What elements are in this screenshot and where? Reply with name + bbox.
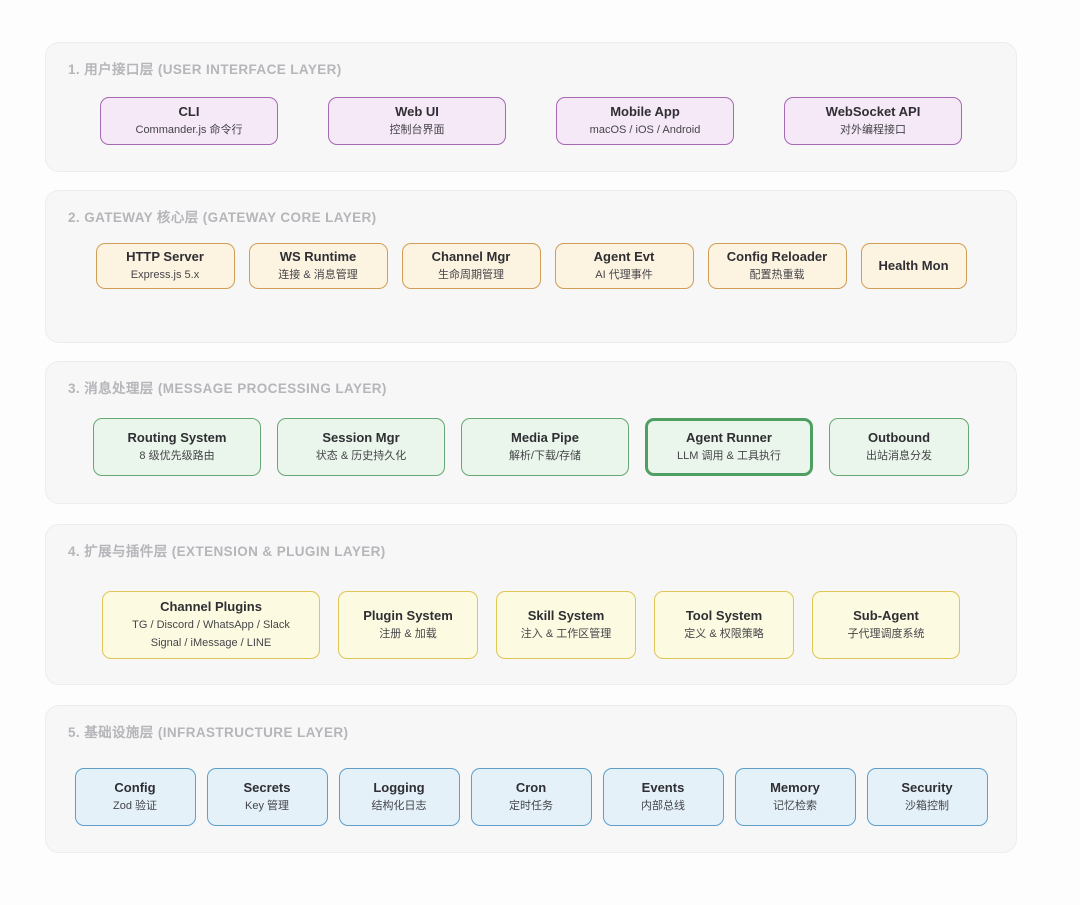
node-title: Tool System: [685, 608, 763, 624]
node-config-reloader: Config Reloader 配置热重载: [707, 243, 847, 289]
node-title: Config: [114, 780, 156, 796]
node-subtitle: macOS / iOS / Android: [589, 123, 701, 136]
layer-panel-user-interface: 1. 用户接口层 (USER INTERFACE LAYER) CLI Comm…: [45, 42, 1017, 172]
node-logging: Logging 结构化日志: [338, 768, 460, 826]
node-title: Mobile App: [610, 104, 680, 120]
node-title: Session Mgr: [322, 430, 400, 446]
node-subtitle: 连接 & 消息管理: [278, 268, 358, 281]
node-subtitle-line2: Signal / iMessage / LINE: [150, 636, 272, 649]
node-subtitle: 对外编程接口: [840, 123, 906, 136]
node-title: Channel Mgr: [431, 249, 511, 265]
node-title: Cron: [515, 780, 547, 796]
node-title: Media Pipe: [511, 430, 579, 446]
node-session-mgr: Session Mgr 状态 & 历史持久化: [277, 418, 445, 476]
node-channel-plugins: Channel Plugins TG / Discord / WhatsApp …: [102, 591, 320, 659]
node-outbound: Outbound 出站消息分发: [829, 418, 969, 476]
node-subtitle: 注入 & 工作区管理: [520, 627, 612, 640]
layer-panel-infrastructure: 5. 基础设施层 (INFRASTRUCTURE LAYER) Config Z…: [45, 705, 1017, 853]
node-subtitle: Key 管理: [244, 799, 289, 812]
node-subtitle: 状态 & 历史持久化: [315, 449, 407, 462]
node-subtitle: 生命周期管理: [438, 268, 504, 281]
node-subtitle: 控制台界面: [389, 123, 445, 136]
node-subtitle: 子代理调度系统: [847, 627, 925, 640]
layer-title-extension-plugin: 4. 扩展与插件层 (EXTENSION & PLUGIN LAYER): [68, 544, 386, 559]
node-web-ui: Web UI 控制台界面: [328, 97, 506, 145]
layer-row-infrastructure: Config Zod 验证 Secrets Key 管理 Logging 结构化…: [68, 768, 994, 826]
layer-title-infrastructure: 5. 基础设施层 (INFRASTRUCTURE LAYER): [68, 725, 349, 740]
node-health-mon: Health Mon: [860, 243, 967, 289]
node-title: Security: [901, 780, 953, 796]
node-title: WS Runtime: [279, 249, 357, 265]
node-subtitle: AI 代理事件: [595, 268, 653, 281]
layer-panel-gateway-core: 2. GATEWAY 核心层 (GATEWAY CORE LAYER) HTTP…: [45, 190, 1017, 343]
node-channel-mgr: Channel Mgr 生命周期管理: [401, 243, 541, 289]
layer-panel-message-processing: 3. 消息处理层 (MESSAGE PROCESSING LAYER) Rout…: [45, 361, 1017, 504]
node-title: Routing System: [127, 430, 227, 446]
node-tool-system: Tool System 定义 & 权限策略: [654, 591, 794, 659]
layer-title-message-processing: 3. 消息处理层 (MESSAGE PROCESSING LAYER): [68, 381, 387, 396]
node-title: Agent Evt: [593, 249, 655, 265]
node-title: Agent Runner: [686, 430, 772, 446]
node-secrets: Secrets Key 管理: [206, 768, 328, 826]
node-subtitle: LLM 调用 & 工具执行: [677, 449, 781, 462]
node-subtitle: 记忆检索: [773, 799, 817, 812]
layer-row-gateway-core: HTTP Server Express.js 5.x WS Runtime 连接…: [68, 243, 994, 289]
node-subtitle: Zod 验证: [112, 799, 157, 812]
node-subtitle: 注册 & 加载: [379, 627, 437, 640]
node-plugin-system: Plugin System 注册 & 加载: [338, 591, 478, 659]
node-title: CLI: [178, 104, 200, 120]
node-skill-system: Skill System 注入 & 工作区管理: [496, 591, 636, 659]
node-subtitle: 定义 & 权限策略: [684, 627, 764, 640]
node-subtitle: 出站消息分发: [866, 449, 932, 462]
node-subtitle: TG / Discord / WhatsApp / Slack: [132, 618, 290, 631]
node-memory: Memory 记忆检索: [734, 768, 856, 826]
node-events: Events 内部总线: [602, 768, 724, 826]
node-title: Skill System: [527, 608, 605, 624]
node-title: Events: [641, 780, 685, 796]
node-title: Logging: [373, 780, 425, 796]
node-routing-system: Routing System 8 级优先级路由: [93, 418, 261, 476]
node-cron: Cron 定时任务: [470, 768, 592, 826]
node-title: Memory: [770, 780, 820, 796]
node-title: Channel Plugins: [160, 599, 262, 615]
node-http-server: HTTP Server Express.js 5.x: [95, 243, 235, 289]
node-agent-runner: Agent Runner LLM 调用 & 工具执行: [645, 418, 813, 476]
layer-row-user-interface: CLI Commander.js 命令行 Web UI 控制台界面 Mobile…: [68, 97, 994, 145]
node-title: Health Mon: [878, 258, 949, 274]
node-title: Web UI: [395, 104, 439, 120]
node-sub-agent: Sub-Agent 子代理调度系统: [812, 591, 960, 659]
layer-title-gateway-core: 2. GATEWAY 核心层 (GATEWAY CORE LAYER): [68, 210, 377, 225]
node-subtitle: 8 级优先级路由: [139, 449, 215, 462]
layer-title-user-interface: 1. 用户接口层 (USER INTERFACE LAYER): [68, 62, 342, 77]
node-subtitle: 沙箱控制: [905, 799, 949, 812]
node-subtitle: Express.js 5.x: [130, 268, 200, 281]
node-title: Outbound: [867, 430, 931, 446]
node-subtitle: 解析/下载/存储: [508, 449, 582, 462]
node-websocket-api: WebSocket API 对外编程接口: [784, 97, 962, 145]
node-security: Security 沙箱控制: [866, 768, 988, 826]
node-cli: CLI Commander.js 命令行: [100, 97, 278, 145]
node-subtitle: Commander.js 命令行: [135, 123, 243, 136]
node-ws-runtime: WS Runtime 连接 & 消息管理: [248, 243, 388, 289]
node-title: Config Reloader: [726, 249, 828, 265]
node-title: WebSocket API: [825, 104, 921, 120]
node-title: HTTP Server: [126, 249, 204, 265]
node-config: Config Zod 验证: [74, 768, 196, 826]
node-mobile-app: Mobile App macOS / iOS / Android: [556, 97, 734, 145]
node-subtitle: 结构化日志: [371, 799, 427, 812]
node-media-pipe: Media Pipe 解析/下载/存储: [461, 418, 629, 476]
node-subtitle: 内部总线: [641, 799, 685, 812]
layer-row-extension-plugin: Channel Plugins TG / Discord / WhatsApp …: [68, 591, 994, 659]
node-subtitle: 配置热重载: [749, 268, 805, 281]
node-subtitle: 定时任务: [509, 799, 553, 812]
node-title: Plugin System: [363, 608, 453, 624]
layer-row-message-processing: Routing System 8 级优先级路由 Session Mgr 状态 &…: [68, 418, 994, 476]
node-title: Secrets: [243, 780, 291, 796]
layer-panel-extension-plugin: 4. 扩展与插件层 (EXTENSION & PLUGIN LAYER) Cha…: [45, 524, 1017, 685]
node-agent-evt: Agent Evt AI 代理事件: [554, 243, 694, 289]
node-title: Sub-Agent: [853, 608, 919, 624]
